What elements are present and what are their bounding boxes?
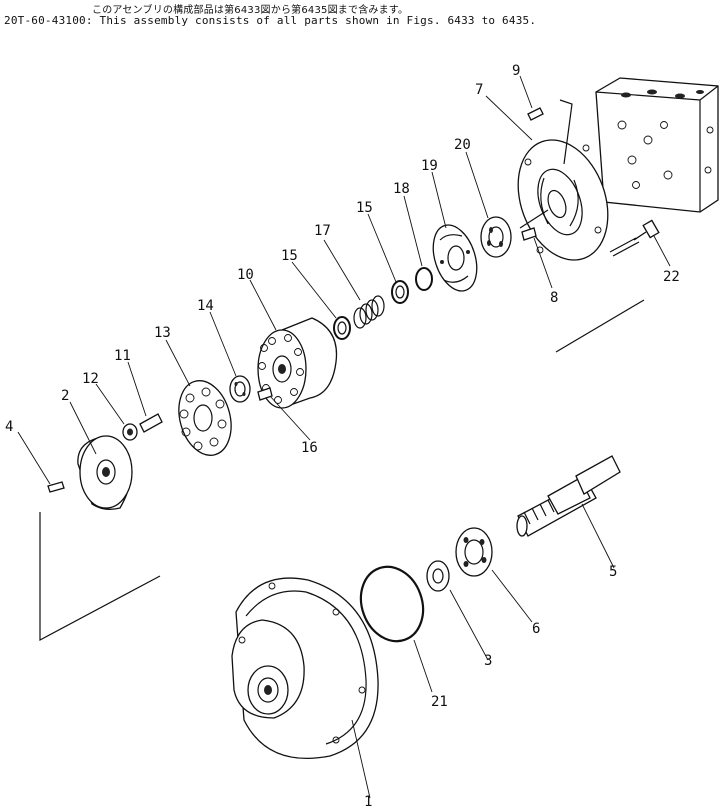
callout-14: 14 [197,298,214,314]
part-14-bearing [229,375,251,403]
part-1-housing [231,577,379,760]
callout-labels: 1 2 3 4 5 6 7 8 9 10 11 12 13 14 15 15 1… [5,63,680,806]
callout-18: 18 [393,181,410,197]
callout-4: 4 [5,419,13,435]
leader-lines [17,75,671,799]
part-18-snap-ring [415,267,433,291]
callout-22: 22 [663,269,680,285]
callout-6: 6 [532,621,540,637]
part-8-pin [521,227,537,241]
callout-9: 9 [512,63,520,79]
part-12-collar [122,423,138,441]
valve-block [595,77,719,213]
part-6-bearing [455,527,493,577]
callout-2: 2 [61,388,69,404]
part-3-bearing [426,560,450,592]
callout-17: 17 [314,223,331,239]
callout-20: 20 [454,137,471,153]
assembly-lines [39,99,645,641]
english-note: 20T-60-43100: This assembly consists of … [4,14,537,27]
part-7-cover [517,139,609,261]
callout-13: 13 [154,325,171,341]
part-21-o-ring [359,565,425,643]
part-13-retainer-plate [178,380,232,456]
callout-1: 1 [364,794,372,806]
part-22-bolt [609,219,660,257]
callout-15-a: 15 [281,248,298,264]
part-16-pin [257,387,273,401]
part-20-bearing [480,216,512,258]
japanese-note: このアセンブリの構成部品は第6433図から第6435図まで含みます。 [92,5,409,16]
part-11-pin [139,413,163,433]
callout-10: 10 [237,267,254,283]
part-4-pin [47,481,65,493]
part-17-spring [353,295,385,329]
part-9-pin [527,107,544,121]
callout-21: 21 [431,694,448,710]
callout-3: 3 [484,653,492,669]
callout-12: 12 [82,371,99,387]
callout-7: 7 [475,82,483,98]
callout-11: 11 [114,348,131,364]
callout-16: 16 [301,440,318,456]
part-2-thrust-plate [77,435,133,510]
part-15-washer-lower [333,316,351,340]
part-15-washer-upper [391,280,409,304]
callout-19: 19 [421,158,438,174]
callout-8: 8 [550,290,558,306]
callout-5: 5 [609,564,617,580]
part-19-plate [432,224,478,292]
callout-15-b: 15 [356,200,373,216]
part-5-shaft [516,455,621,537]
